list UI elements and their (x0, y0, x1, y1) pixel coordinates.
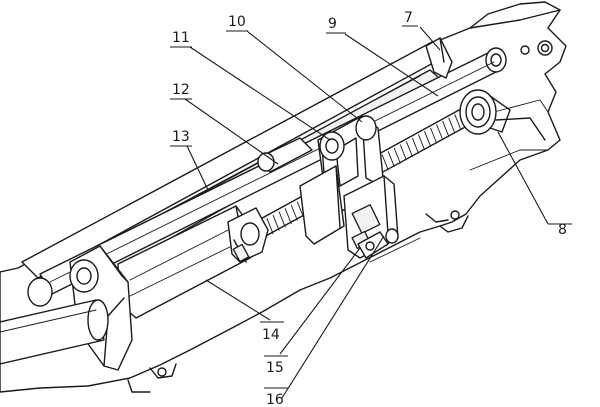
leader-9 (344, 33, 439, 97)
screw-thread (418, 134, 425, 151)
screw-thread (405, 141, 413, 157)
upper-guide-rod (39, 47, 507, 295)
screw-thread (399, 144, 407, 161)
screw-thread (442, 120, 450, 137)
callout-labels: 7 8 9 10 11 12 13 14 15 16 (170, 10, 572, 407)
screw-thread (266, 218, 274, 235)
leader-12 (184, 98, 279, 165)
mount-hole-icon (450, 210, 460, 220)
mount-hole-icon (157, 367, 167, 377)
screw-thread (454, 114, 462, 131)
callout-12: 12 (172, 82, 190, 98)
callout-7: 7 (404, 10, 413, 26)
screw-thread (424, 131, 432, 147)
end-bearing-pulley (459, 89, 546, 141)
leader-7 (419, 26, 441, 51)
callout-14: 14 (262, 327, 280, 343)
leader-11 (189, 46, 331, 141)
lower-main-rod (0, 299, 109, 365)
screw-thread (278, 211, 286, 228)
callout-16: 16 (266, 392, 284, 407)
screw-thread (448, 117, 456, 134)
screw-thread (284, 208, 292, 225)
leader-14 (205, 279, 271, 321)
leader-16 (281, 235, 385, 399)
screw-thread (381, 154, 389, 171)
screw-thread (296, 201, 304, 218)
leader-13 (186, 145, 209, 191)
leader-lines (184, 26, 549, 399)
sliding-carriage (257, 115, 399, 259)
screw-thread (393, 147, 401, 164)
leader-8 (497, 131, 549, 225)
screw-thread (272, 214, 280, 231)
rear-bracket (425, 37, 453, 79)
callout-11: 11 (172, 30, 190, 46)
screw-thread (436, 124, 444, 141)
leader-10 (246, 30, 363, 123)
callout-13: 13 (172, 129, 190, 145)
callout-10: 10 (228, 14, 246, 30)
leader-15 (279, 247, 361, 355)
screw-thread (412, 137, 419, 154)
callout-9: 9 (328, 16, 337, 32)
callout-15: 15 (266, 360, 284, 376)
screw-thread (387, 151, 395, 168)
screw-thread (290, 204, 298, 221)
screw-thread (430, 127, 438, 144)
callout-8: 8 (558, 222, 567, 238)
